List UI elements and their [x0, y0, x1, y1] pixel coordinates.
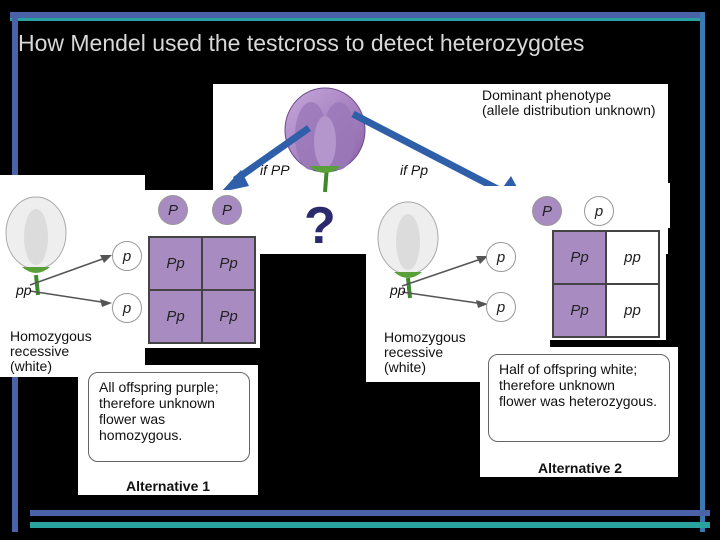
alt2-punnett-square: Pp pp Pp pp — [552, 230, 660, 338]
top-diagram — [221, 87, 527, 206]
slide-title: How Mendel used the testcross to detect … — [18, 30, 585, 56]
white-flower-icon — [377, 201, 439, 299]
right-frame-bar — [700, 12, 705, 532]
alt2-recessive-allele-1: p — [486, 242, 516, 272]
alt1-recessive-label: Homozygous recessive (white) — [10, 328, 92, 374]
alt2-cell-r1c2: pp — [607, 232, 658, 283]
alt2-recessive-label: Homozygous recessive (white) — [384, 329, 466, 375]
alt2-parent-allele-1: P — [532, 196, 562, 226]
alt1-cell-r1c2: Pp — [203, 238, 254, 289]
alt1-recessive-allele-2: p — [112, 293, 142, 323]
top-frame-accent — [10, 18, 700, 21]
alt1-parent-allele-2: P — [212, 195, 242, 225]
alt2-recessive-diagram — [377, 201, 488, 308]
alt2-genotype-label: pp — [390, 282, 406, 298]
if-PP-label: if PP — [260, 162, 290, 178]
alt1-parent-allele-1: P — [158, 195, 188, 225]
alt2-name: Alternative 2 — [538, 460, 623, 476]
if-Pp-label: if Pp — [400, 162, 429, 178]
alt1-cell-r2c1: Pp — [150, 291, 201, 342]
alt2-allele-arrows-icon — [401, 256, 488, 308]
phenotype-label: Dominant phenotype (allele distribution … — [482, 87, 656, 118]
alt1-genotype-label: pp — [16, 282, 32, 298]
question-mark: ? — [304, 197, 336, 255]
alt1-recessive-diagram — [5, 196, 112, 307]
alt2-cell-r2c2: pp — [607, 285, 658, 336]
alt1-conclusion-box: All offspring purple; therefore unknown … — [88, 372, 250, 462]
bottom-frame-bar — [30, 510, 710, 516]
alt1-name: Alternative 1 — [126, 478, 211, 494]
alt2-cell-r1c1: Pp — [554, 232, 605, 283]
top-frame-bar — [10, 12, 700, 18]
arrow-if-PP-icon — [221, 125, 312, 192]
alt1-recessive-allele-1: p — [112, 241, 142, 271]
purple-flower-icon — [284, 87, 366, 193]
bottom-frame-accent — [30, 522, 710, 528]
alt2-parent-allele-2: p — [584, 196, 614, 226]
alt2-conclusion-box: Half of offspring white; therefore unkno… — [488, 354, 670, 442]
white-flower-icon — [5, 196, 67, 296]
alt1-punnett-square: Pp Pp Pp Pp — [148, 236, 256, 344]
alt1-cell-r2c2: Pp — [203, 291, 254, 342]
alt1-allele-arrows-icon — [29, 255, 112, 307]
alt2-recessive-allele-2: p — [486, 292, 516, 322]
alt1-cell-r1c1: Pp — [150, 238, 201, 289]
alt2-cell-r2c1: Pp — [554, 285, 605, 336]
